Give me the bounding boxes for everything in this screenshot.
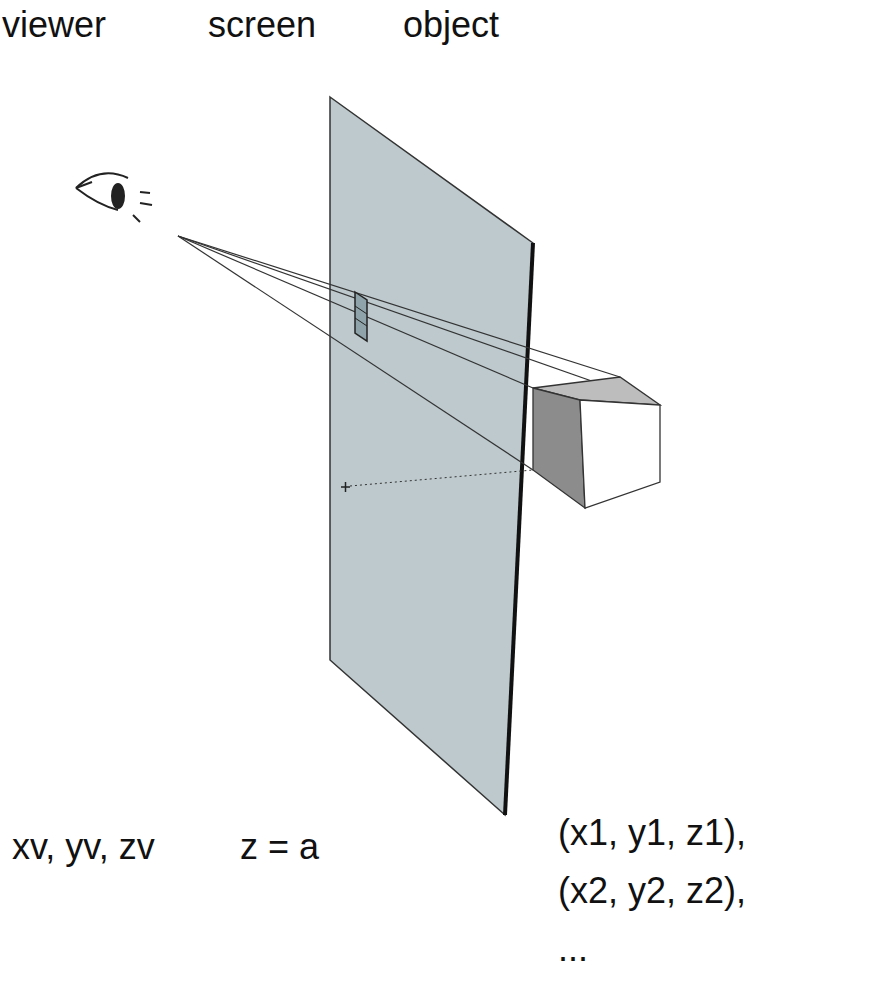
- projected-image: [355, 292, 367, 341]
- coordinate-label: xv, yv, zv: [12, 826, 155, 867]
- role-label: viewer: [2, 4, 106, 45]
- ellipsis-label: ...: [558, 928, 588, 969]
- plane-equation: z = a: [240, 826, 319, 867]
- origin-mark: [345, 482, 347, 492]
- cube-object: [533, 377, 660, 508]
- screen-edge: [505, 243, 533, 815]
- projected-edge: [355, 318, 367, 326]
- viewer-eye: [76, 173, 152, 222]
- projected-edge: [355, 306, 367, 314]
- screen-plane: [330, 97, 533, 815]
- point-label: (x2, y2, z2),: [558, 870, 746, 911]
- depth-line: [350, 470, 533, 486]
- role-label: screen: [208, 4, 316, 45]
- role-label: object: [403, 4, 499, 45]
- point-label: (x1, y1, z1),: [558, 812, 746, 853]
